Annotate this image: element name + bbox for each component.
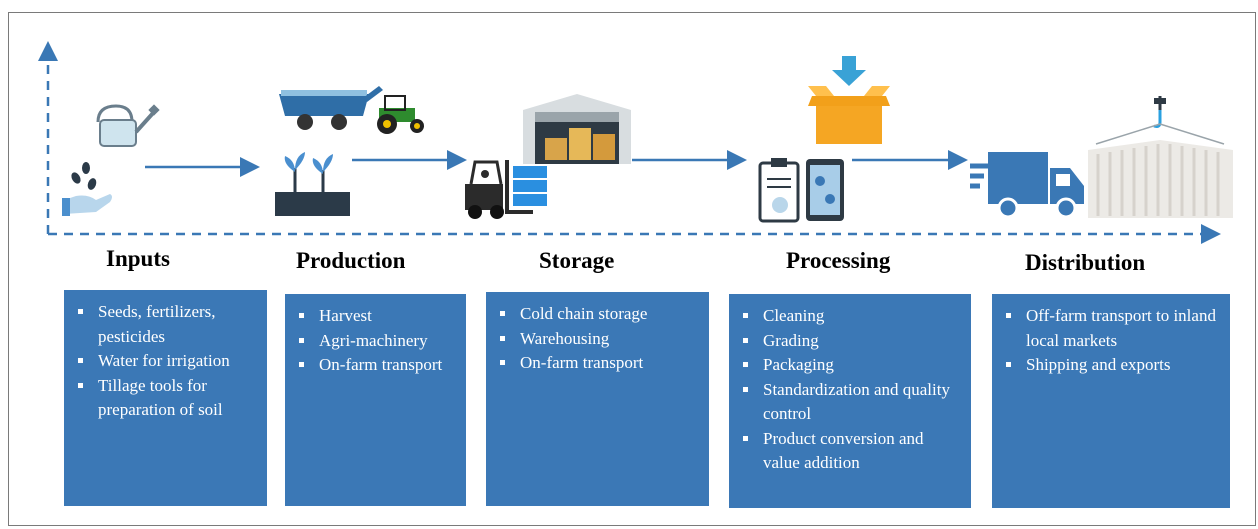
stage-box-production: Harvest Agri-machinery On-farm transport — [285, 294, 466, 506]
list-item: Agri-machinery — [295, 329, 458, 354]
stage-box-processing: Cleaning Grading Packaging Standardizati… — [729, 294, 971, 508]
stage-title-inputs: Inputs — [106, 246, 170, 271]
diagram-frame — [8, 12, 1256, 526]
list-item: Standardization and quality control — [739, 378, 963, 427]
clipboard-and-tablet-icon — [758, 158, 844, 223]
stage-box-storage: Cold chain storage Warehousing On-farm t… — [486, 292, 709, 506]
list-item: Warehousing — [496, 327, 701, 352]
list-item: Off-farm transport to inland local marke… — [1002, 304, 1222, 353]
stage-title-distribution: Distribution — [1025, 250, 1146, 275]
watering-can-icon — [96, 104, 160, 147]
forklift-icon — [465, 160, 547, 219]
list-item: Grading — [739, 329, 963, 354]
list-item: Tillage tools for preparation of soil — [74, 374, 259, 423]
list-item: Harvest — [295, 304, 458, 329]
list-item: Product conversion and value addition — [739, 427, 963, 476]
stage-title-processing: Processing — [786, 248, 891, 273]
list-item: Packaging — [739, 353, 963, 378]
box-with-arrow-icon — [808, 56, 890, 144]
seedling-icon — [275, 152, 350, 216]
grain-cart-tractor-icon — [279, 86, 424, 134]
list-item: Shipping and exports — [1002, 353, 1222, 378]
delivery-truck-icon — [970, 152, 1084, 218]
list-item: On-farm transport — [496, 351, 701, 376]
seed-in-hand-icon — [62, 162, 112, 216]
stage-title-storage: Storage — [539, 248, 615, 273]
list-item: Seeds, fertilizers, pesticides — [74, 300, 259, 349]
shipping-container-crane-icon — [1088, 96, 1233, 218]
list-item: Water for irrigation — [74, 349, 259, 374]
stage-box-distribution: Off-farm transport to inland local marke… — [992, 294, 1230, 508]
stage-box-inputs: Seeds, fertilizers, pesticides Water for… — [64, 290, 267, 506]
warehouse-icon — [523, 94, 631, 164]
list-item: On-farm transport — [295, 353, 458, 378]
stage-title-production: Production — [296, 248, 406, 273]
list-item: Cold chain storage — [496, 302, 701, 327]
list-item: Cleaning — [739, 304, 963, 329]
